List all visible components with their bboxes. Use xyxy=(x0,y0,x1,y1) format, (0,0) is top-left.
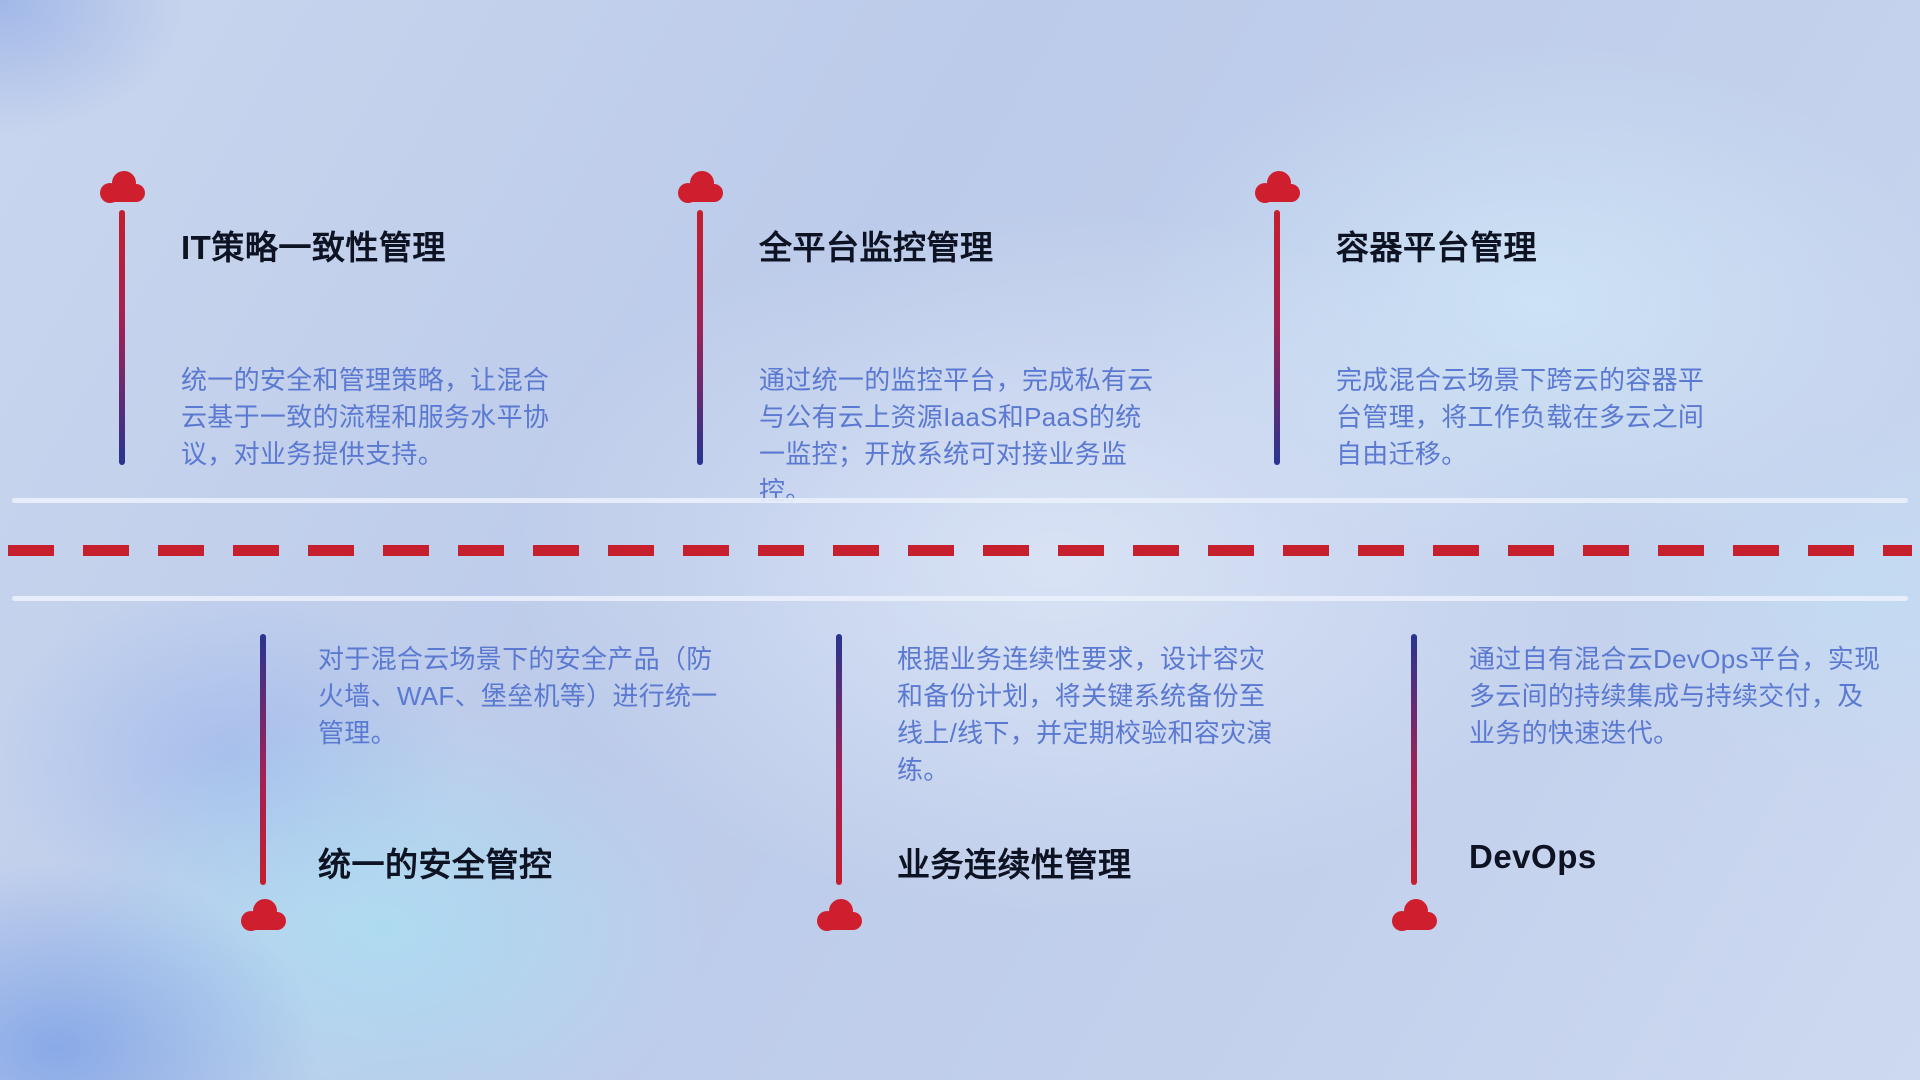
item-title: 统一的安全管控 xyxy=(318,846,553,883)
cloud-icon xyxy=(678,171,723,203)
cloud-icon xyxy=(241,899,286,931)
timeline-pole xyxy=(119,210,125,465)
divider-top-line xyxy=(12,498,1908,503)
timeline-pole xyxy=(1411,634,1417,885)
item-description: 通过统一的监控平台，完成私有云与公有云上资源IaaS和PaaS的统一监控；开放系… xyxy=(759,365,1154,506)
item-description: 统一的安全和管理策略，让混合云基于一致的流程和服务水平协议，对业务提供支持。 xyxy=(181,365,550,469)
item-description: 通过自有混合云DevOps平台，实现多云间的持续集成与持续交付，及业务的快速迭代… xyxy=(1469,644,1881,748)
divider-bottom-line xyxy=(12,596,1908,601)
item-title: 容器平台管理 xyxy=(1336,229,1537,266)
item-description: 根据业务连续性要求，设计容灾和备份计划，将关键系统备份至线上/线下，并定期校验和… xyxy=(897,644,1273,785)
item-title: DevOps xyxy=(1469,838,1597,875)
item-description: 完成混合云场景下跨云的容器平台管理，将工作负载在多云之间自由迁移。 xyxy=(1336,365,1705,469)
item-title: 业务连续性管理 xyxy=(897,846,1132,883)
cloud-icon xyxy=(1255,171,1300,203)
item-title: 全平台监控管理 xyxy=(759,229,994,266)
cloud-icon xyxy=(817,899,862,931)
timeline-pole xyxy=(1274,210,1280,465)
timeline-pole xyxy=(836,634,842,885)
item-description: 对于混合云场景下的安全产品（防火墙、WAF、堡垒机等）进行统一管理。 xyxy=(318,644,718,748)
timeline-pole xyxy=(260,634,266,885)
cloud-icon xyxy=(1392,899,1437,931)
item-title: IT策略一致性管理 xyxy=(181,229,446,266)
divider-dashed-line xyxy=(8,545,1912,556)
cloud-icon xyxy=(100,171,145,203)
timeline-pole xyxy=(697,210,703,465)
